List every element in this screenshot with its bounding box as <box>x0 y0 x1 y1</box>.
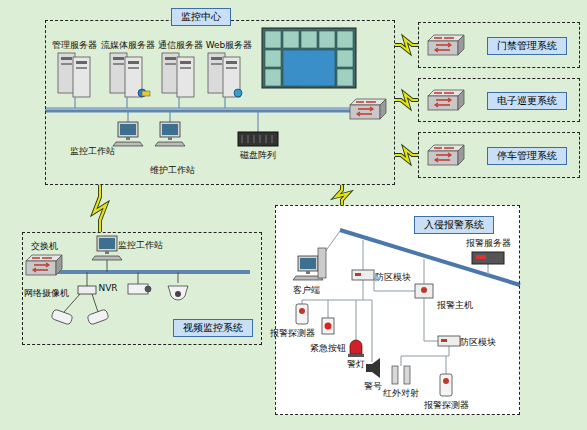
device-label: 流媒体服务器 <box>101 40 155 51</box>
device-label: 维护工作站 <box>150 165 195 176</box>
device-label: 报警探测器 <box>270 328 315 339</box>
wireless-link <box>395 149 418 161</box>
device-label: 报警探测器 <box>424 400 469 411</box>
device-label: 交换机 <box>31 241 58 252</box>
device-label: 警号 <box>364 381 382 392</box>
device-label: 监控工作站 <box>118 240 163 251</box>
device-label: 紧急按钮 <box>310 343 346 354</box>
device-label: 监控工作站 <box>70 146 115 157</box>
device-label: 红外对射 <box>383 388 419 399</box>
device-label: 网络摄像机 <box>24 288 69 299</box>
system-title: 门禁管理系统 <box>487 37 567 55</box>
device-label: 客户端 <box>293 285 320 296</box>
device-label: 报警服务器 <box>466 238 511 249</box>
wireless-link <box>94 185 106 232</box>
device-label: 报警主机 <box>437 300 473 311</box>
system-title: 停车管理系统 <box>487 147 567 165</box>
wireless-link <box>395 39 418 51</box>
device-label: NVR <box>98 283 117 294</box>
device-label: Web服务器 <box>206 40 253 51</box>
system-region: 入侵报警系统 <box>275 205 520 415</box>
system-title: 监控中心 <box>171 8 231 26</box>
device-label: 通信服务器 <box>158 40 203 51</box>
device-label: 管理服务器 <box>52 40 97 51</box>
system-region: 门禁管理系统 <box>418 22 580 68</box>
device-label: 警灯 <box>347 359 365 370</box>
system-title: 视频监控系统 <box>173 319 253 337</box>
system-region: 停车管理系统 <box>418 132 580 178</box>
system-region: 电子巡更系统 <box>418 78 580 122</box>
wireless-link <box>336 185 348 205</box>
wireless-link <box>395 94 418 106</box>
device-label: 磁盘阵列 <box>240 150 276 161</box>
device-label: 防区模块 <box>375 272 411 283</box>
device-label: 防区模块 <box>460 337 496 348</box>
system-title: 入侵报警系统 <box>414 216 494 234</box>
system-title: 电子巡更系统 <box>487 92 567 110</box>
